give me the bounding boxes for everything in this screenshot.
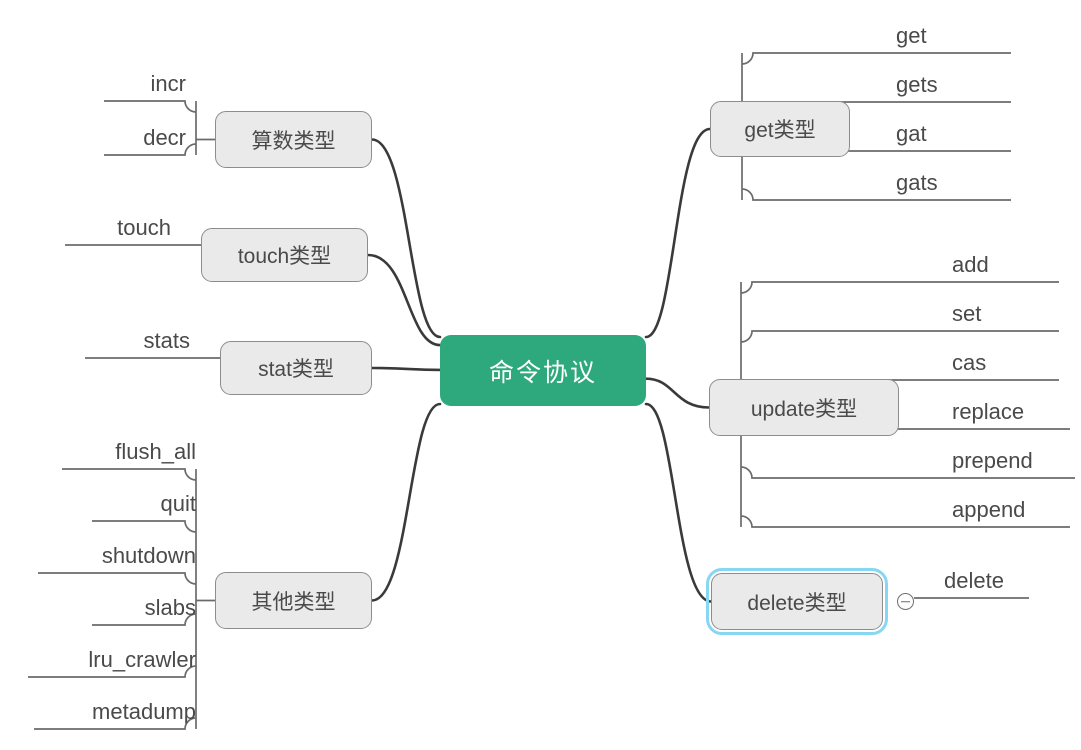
leaf-label-get-gat[interactable]: gat xyxy=(896,121,927,146)
leaf-line-other-5 xyxy=(34,717,197,730)
leaf-label-arith-incr[interactable]: incr xyxy=(150,71,186,96)
minus-circle-icon[interactable] xyxy=(897,593,914,610)
leaf-line-update-0 xyxy=(740,281,1059,294)
edge-root-to-delete xyxy=(644,402,713,603)
leaf-line-update-4 xyxy=(740,466,1075,479)
leaf-label-other-lru_crawler[interactable]: lru_crawler xyxy=(88,647,196,672)
leaf-label-other-quit[interactable]: quit xyxy=(160,491,196,516)
leaf-label-other-metadump[interactable]: metadump xyxy=(92,699,196,724)
edge-root-to-update xyxy=(644,377,711,409)
leaf-label-update-cas[interactable]: cas xyxy=(952,350,987,375)
leaf-line-arith-1 xyxy=(104,143,197,156)
branch-node-update[interactable]: update类型 xyxy=(709,379,899,436)
leaf-line-other-0 xyxy=(62,468,197,481)
leaf-line-update-1 xyxy=(740,330,1059,343)
edge-root-to-touch xyxy=(366,253,442,347)
branch-node-get[interactable]: get类型 xyxy=(710,101,850,157)
leaf-label-get-gats[interactable]: gats xyxy=(896,170,938,195)
leaf-line-update-5 xyxy=(740,515,1070,528)
leaf-line-other-2 xyxy=(38,572,197,585)
leaf-label-arith-decr[interactable]: decr xyxy=(143,125,186,150)
edge-root-to-arith xyxy=(370,138,442,339)
leaf-line-other-4 xyxy=(28,665,197,678)
leaf-label-delete-delete[interactable]: delete xyxy=(944,568,1004,593)
edge-root-to-stat xyxy=(370,366,442,372)
edge-root-to-get xyxy=(644,127,712,339)
leaf-label-get-gets[interactable]: gets xyxy=(896,72,938,97)
leaf-label-get-get[interactable]: get xyxy=(896,23,927,48)
leaf-label-update-append[interactable]: append xyxy=(952,497,1026,522)
leaf-line-other-1 xyxy=(92,520,197,533)
branch-node-touch[interactable]: touch类型 xyxy=(201,228,368,282)
leaf-label-touch-touch[interactable]: touch xyxy=(117,215,171,240)
leaf-label-update-set[interactable]: set xyxy=(952,301,982,326)
branch-node-arith[interactable]: 算数类型 xyxy=(215,111,372,168)
branch-node-delete[interactable]: delete类型 xyxy=(706,568,888,635)
leaf-label-other-slabs[interactable]: slabs xyxy=(144,595,196,620)
leaf-line-other-3 xyxy=(92,613,197,626)
root-node-command-protocol[interactable]: 命令协议 xyxy=(440,335,646,406)
leaf-label-other-flush_all[interactable]: flush_all xyxy=(115,439,196,464)
leaf-line-arith-0 xyxy=(104,100,197,113)
leaf-label-update-add[interactable]: add xyxy=(952,252,989,277)
branch-node-other[interactable]: 其他类型 xyxy=(215,572,372,629)
edge-root-to-other xyxy=(370,402,442,602)
leaf-label-other-shutdown[interactable]: shutdown xyxy=(101,543,196,568)
leaf-line-get-0 xyxy=(741,52,1011,65)
leaf-label-stat-stats[interactable]: stats xyxy=(143,328,190,353)
leaf-line-get-3 xyxy=(741,188,1011,201)
leaf-label-update-prepend[interactable]: prepend xyxy=(952,448,1033,473)
leaf-label-update-replace[interactable]: replace xyxy=(952,399,1025,424)
branch-node-stat[interactable]: stat类型 xyxy=(220,341,372,395)
